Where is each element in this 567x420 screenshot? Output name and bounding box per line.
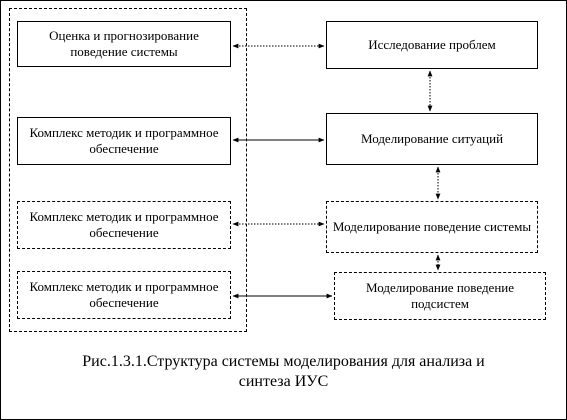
box-system-behavior-modeling: Моделирование поведение системы bbox=[326, 201, 538, 253]
box-situation-modeling: Моделирование ситуаций bbox=[326, 113, 538, 165]
figure-caption: Рис.1.3.1.Структура системы моделировани… bbox=[20, 352, 547, 392]
box-forecasting: Оценка и прогнозирование поведение систе… bbox=[17, 21, 231, 67]
box-methods-software-2: Комплекс методик и программное обеспечен… bbox=[17, 201, 231, 249]
box-problem-research: Исследование проблем bbox=[326, 21, 538, 69]
box-methods-software-3: Комплекс методик и программное обеспечен… bbox=[17, 271, 231, 319]
left-group-frame bbox=[9, 8, 247, 332]
caption-line-2: синтеза ИУС bbox=[238, 373, 329, 390]
box-subsystem-behavior-modeling: Моделирование поведение подсистем bbox=[334, 272, 546, 320]
box-methods-software-1: Комплекс методик и программное обеспечен… bbox=[17, 117, 231, 165]
caption-line-1: Рис.1.3.1.Структура системы моделировани… bbox=[82, 353, 485, 370]
